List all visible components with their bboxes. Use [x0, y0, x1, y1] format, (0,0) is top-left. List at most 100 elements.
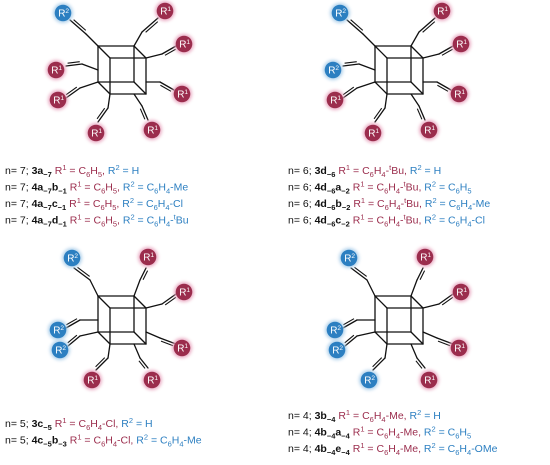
vinyl-bond: [416, 357, 426, 369]
formula-text: H: [460, 215, 468, 227]
badge-letter: R: [53, 96, 60, 107]
equals: =: [350, 410, 362, 422]
badge-letter: R: [454, 344, 461, 355]
badge-index: 2: [337, 325, 341, 332]
vinyl-bond: [356, 81, 376, 89]
badge-circle: [49, 321, 67, 339]
r-index: 2: [417, 408, 421, 417]
badge-label: R1: [179, 287, 190, 299]
formula-subscript: 4: [165, 203, 169, 212]
double-bond-line: [164, 48, 176, 56]
double-bond-line: [354, 266, 367, 277]
double-bond-line: [419, 270, 426, 280]
equals: =: [365, 198, 377, 210]
formula-text: -: [386, 165, 390, 177]
badge-label: R1: [160, 6, 171, 18]
badge-index: 1: [427, 252, 431, 259]
r-symbol: R: [353, 443, 361, 455]
vinyl-bond: [65, 63, 83, 67]
caption-line: n= 5; 4c−5b−3 R1 = C6H4-Cl, R2 = C6H4-Me: [5, 433, 202, 449]
cube-edge: [374, 81, 388, 95]
formula-subscript: 6: [455, 432, 459, 441]
r1-substituent-badge: R1: [174, 282, 194, 302]
caption-line: n= 4; 4b−4e−4 R1 = C6H4-Me, R2 = C6H4-OM…: [288, 441, 498, 457]
badge-index: 2: [339, 345, 343, 352]
formula-text: -Me: [170, 182, 188, 194]
badge-circle: [175, 283, 193, 301]
vinyl-bond: [161, 293, 177, 305]
tert-prefix: t: [404, 180, 407, 189]
badge-letter: R: [87, 376, 94, 387]
compound-subscript: −5: [43, 440, 52, 449]
r-symbol: R: [410, 410, 418, 422]
badge-label: R2: [53, 325, 64, 337]
badge-circle: [420, 371, 438, 389]
compound-suffix: d: [52, 215, 58, 227]
vinyl-bond: [356, 331, 376, 337]
formula-text: C: [147, 182, 155, 194]
badge-label: R2: [328, 65, 339, 77]
r-symbol: R: [410, 165, 418, 177]
vinyl-bond: [342, 87, 358, 99]
caption-text: n= 7; 4a−7b−1 R1 = C6H5, R2 = C6H4-Me: [5, 180, 188, 196]
vinyl-bond: [410, 343, 418, 359]
compound-subscript: −6: [327, 220, 336, 229]
compound-subscript: −7: [43, 220, 52, 229]
vinyl-bond: [362, 33, 376, 47]
badge-label: R1: [424, 125, 435, 137]
formula-subscript: 6: [101, 220, 105, 229]
badge-label: R1: [420, 252, 431, 264]
r1-substituent-badge: R1: [449, 338, 469, 358]
badge-index: 1: [94, 375, 98, 382]
r-symbol: R: [136, 435, 144, 447]
vinyl-bond: [384, 343, 388, 359]
r2-substituent-badge: R2: [53, 3, 73, 23]
r-symbol: R: [353, 427, 361, 439]
formula-text: H: [172, 435, 180, 447]
r1-substituent-badge: R1: [46, 60, 66, 80]
vinyl-bond: [366, 279, 376, 297]
group-text: Bu: [406, 198, 419, 210]
badge-label: R1: [454, 89, 465, 101]
badge-circle: [450, 339, 468, 357]
caption-text: n= 7; 3a−7 R1 = C6H5, R2 = H: [5, 163, 139, 179]
vinyl-bond: [145, 303, 163, 309]
formula-subscript: 6: [456, 220, 460, 229]
cube-edge: [374, 45, 388, 59]
formula-subscript: 6: [154, 203, 158, 212]
formula-text: C: [78, 418, 86, 430]
vinyl-bond: [342, 319, 358, 329]
r2-substituent-badge: R2: [330, 3, 350, 23]
equals: =: [134, 198, 146, 210]
vinyl-bond: [438, 293, 454, 305]
badge-letter: R: [179, 40, 186, 51]
compound-id: 4d: [315, 182, 327, 194]
double-bond-line: [350, 19, 364, 31]
formula-text: -: [170, 215, 174, 227]
equals: =: [82, 182, 94, 194]
compound-id: 4d: [315, 198, 327, 210]
badge-letter: R: [332, 346, 339, 357]
formula-text: H: [459, 427, 467, 439]
formula-text: H: [90, 165, 98, 177]
n-count: n= 6;: [288, 182, 315, 194]
equals: =: [82, 215, 94, 227]
badge-circle: [340, 249, 358, 267]
formula-text: H: [145, 418, 153, 430]
formula-text: H: [158, 182, 166, 194]
r2-substituent-badge: R2: [50, 340, 70, 360]
caption-block: n= 5; 3c−5 R1 = C6H4-Cl, R2 = Hn= 5; 4c−…: [5, 416, 202, 449]
formula-text: ,: [419, 198, 422, 210]
equals: =: [120, 165, 132, 177]
double-bond-line: [164, 296, 177, 306]
vinyl-bond: [422, 53, 440, 59]
vinyl-bond: [159, 81, 175, 91]
badge-index: 1: [337, 95, 341, 102]
formula-text: C: [448, 427, 456, 439]
compound-suffix-subscript: −2: [341, 187, 350, 196]
equals: =: [135, 182, 147, 194]
formula-text: H: [374, 410, 382, 422]
compound-suffix-subscript: −3: [58, 440, 67, 449]
double-bond-line: [344, 334, 355, 344]
